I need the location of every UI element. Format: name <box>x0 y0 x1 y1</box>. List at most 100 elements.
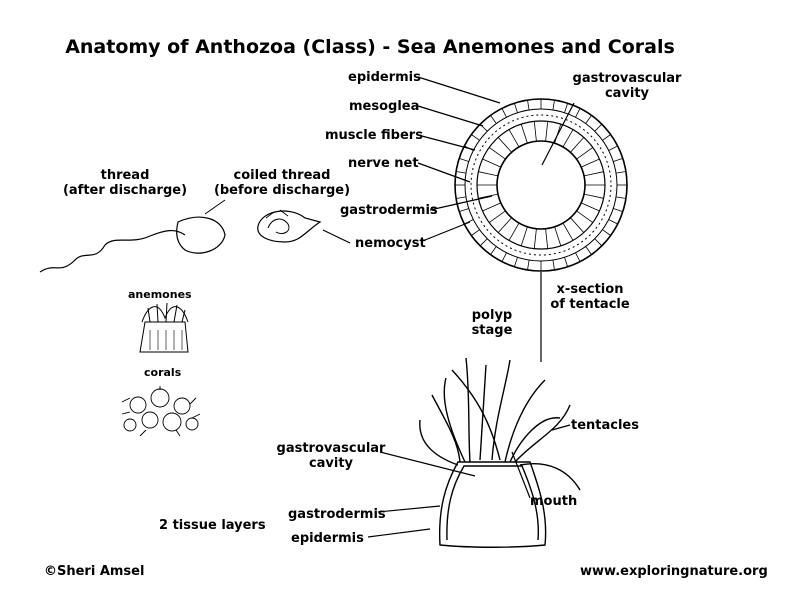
label-x-section: x-section of tentacle <box>540 282 640 312</box>
cell-wall <box>520 226 528 247</box>
footer-copyright: ©Sheri Amsel <box>44 564 145 579</box>
label-gastrovascular-cavity-bottom-line1: gastrovascular <box>276 441 386 456</box>
cell-wall <box>575 252 581 262</box>
label-epidermis-bottom: epidermis <box>291 531 364 546</box>
cell-wall <box>456 171 466 174</box>
coiled-nemocyst <box>257 209 322 243</box>
label-mouth: mouth <box>530 494 578 509</box>
cell-wall <box>488 147 506 160</box>
cell-wall <box>564 103 568 113</box>
label-gastrodermis-top: gastrodermis <box>340 203 438 218</box>
label-thread-line2: (after discharge) <box>62 183 188 198</box>
label-tissue-layers: 2 tissue layers <box>159 518 266 533</box>
cell-wall <box>520 123 528 144</box>
page-title: Anatomy of Anthozoa (Class) - Sea Anemon… <box>65 36 675 58</box>
label-nerve-net: nerve net <box>348 156 419 171</box>
leader-lines <box>322 76 575 538</box>
label-x-section-line2: of tentacle <box>550 297 630 312</box>
discharged-nemocyst <box>39 199 226 273</box>
cell-wall <box>482 202 501 212</box>
cell-wall <box>608 145 618 151</box>
cell-wall <box>527 260 530 270</box>
cell-wall <box>478 171 499 177</box>
cell-wall <box>497 137 512 153</box>
cell-wall <box>562 222 574 241</box>
cell-wall <box>552 260 555 270</box>
cell-wall <box>594 123 603 132</box>
label-gastrovascular-cavity-top-line2: cavity <box>604 86 650 101</box>
label-nemocyst: nemocyst <box>355 236 426 251</box>
label-polyp-stage-line1: polyp <box>471 308 513 323</box>
cell-wall <box>490 246 497 255</box>
cell-wall <box>608 219 618 225</box>
cell-wall <box>533 228 537 249</box>
cell-wall <box>570 137 585 153</box>
anemone-sketch <box>139 302 189 353</box>
label-coiled-thread-line2: (before discharge) <box>213 183 351 198</box>
cell-wall <box>514 103 518 113</box>
cell-wall <box>613 158 623 162</box>
cell-wall <box>575 108 581 118</box>
cell-wall <box>514 257 518 267</box>
cell-wall <box>545 121 549 142</box>
cell-wall <box>501 252 507 262</box>
cell-wall <box>581 202 600 212</box>
cell-wall <box>602 229 611 236</box>
cell-wall <box>471 134 480 141</box>
cell-wall <box>478 193 499 199</box>
cell-wall <box>459 158 469 162</box>
cell-wall <box>552 100 555 110</box>
cell-wall <box>527 100 530 110</box>
cell-wall <box>554 226 562 247</box>
label-gastrovascular-cavity-top: gastrovascular cavity <box>572 71 682 101</box>
label-polyp-stage-line2: stage <box>471 323 513 338</box>
label-gastrovascular-cavity-bottom-line2: cavity <box>308 456 354 471</box>
cell-wall <box>545 228 549 249</box>
cell-wall <box>479 238 488 247</box>
cell-wall <box>583 193 604 199</box>
cell-wall <box>488 210 506 223</box>
cell-wall <box>602 134 611 141</box>
cell-wall <box>616 171 626 174</box>
cell-wall <box>508 222 520 241</box>
label-gastrodermis-bottom: gastrodermis <box>288 507 386 522</box>
label-gastrovascular-cavity-top-line1: gastrovascular <box>572 71 682 86</box>
cell-wall <box>594 238 603 247</box>
cell-wall <box>471 229 480 236</box>
cell-wall <box>583 171 604 177</box>
cell-wall <box>585 115 592 124</box>
label-tentacles: tentacles <box>571 418 639 433</box>
cell-wall <box>490 115 497 124</box>
label-polyp-stage: polyp stage <box>462 308 522 338</box>
cell-wall <box>564 257 568 267</box>
label-corals: corals <box>144 366 182 379</box>
label-thread-line1: thread <box>100 168 150 183</box>
label-x-section-line1: x-section <box>556 282 624 297</box>
cell-wall <box>501 108 507 118</box>
cell-wall <box>570 217 585 233</box>
label-gastrovascular-cavity-bottom: gastrovascular cavity <box>276 441 386 471</box>
tentacle-cross-section <box>454 98 628 272</box>
cell-wall <box>562 129 574 148</box>
cell-wall <box>459 208 469 212</box>
cell-wall <box>613 208 623 212</box>
label-muscle-fibers: muscle fibers <box>325 128 423 143</box>
polyp <box>419 357 581 548</box>
cell-wall <box>482 158 501 168</box>
label-anemones: anemones <box>128 288 192 301</box>
label-coiled-thread-line1: coiled thread <box>233 168 331 183</box>
coral-sketch <box>121 386 201 437</box>
cell-wall <box>581 158 600 168</box>
cell-wall <box>576 147 594 160</box>
label-coiled-thread: coiled thread (before discharge) <box>212 168 352 198</box>
cell-wall <box>456 196 466 199</box>
cell-wall <box>585 246 592 255</box>
cell-wall <box>508 129 520 148</box>
cell-wall <box>616 196 626 199</box>
label-mesoglea: mesoglea <box>349 99 420 114</box>
cell-wall <box>533 121 537 142</box>
footer-website[interactable]: www.exploringnature.org <box>580 564 768 579</box>
cell-wall <box>497 217 512 233</box>
label-thread: thread (after discharge) <box>60 168 190 198</box>
